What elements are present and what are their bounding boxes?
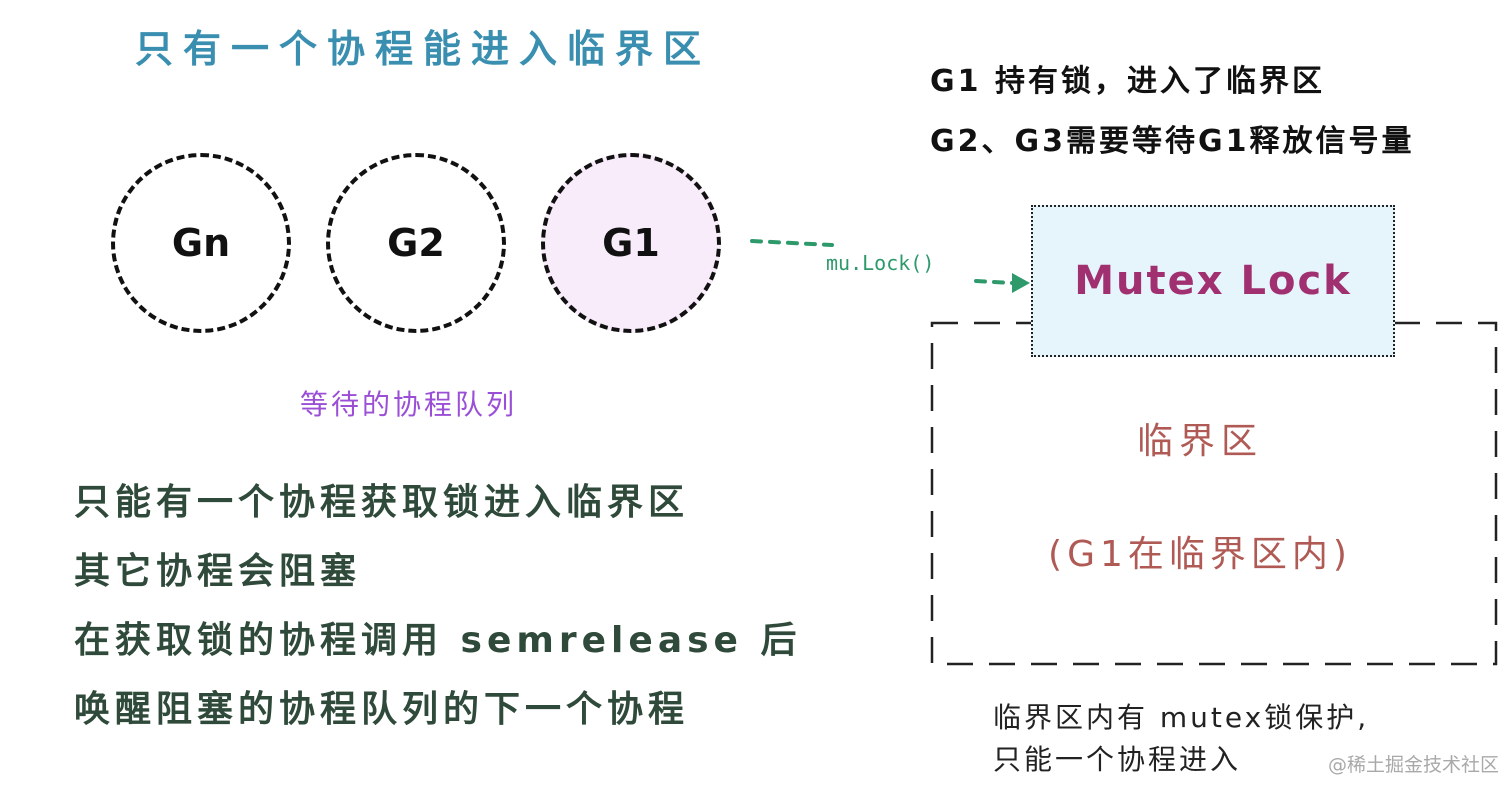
status-line-1: G1 持有锁，进入了临界区 [930, 64, 1325, 99]
lock-arrow-icon [750, 239, 1030, 293]
protection-line-2: 只能一个协程进入 [993, 743, 1242, 776]
lock-call-label: mu.Lock() [826, 251, 935, 275]
diagram-title: 只有一个协程能进入临界区 [135, 27, 712, 71]
protection-note: 临界区内有 mutex锁保护, 只能一个协程进入 [993, 697, 1369, 781]
goroutine-circle-g2: G2 [326, 153, 506, 333]
note-line-2: 其它协程会阻塞 [74, 551, 362, 592]
note-line-3: 在获取锁的协程调用 semrelease 后 [74, 620, 802, 661]
critical-section-box [930, 321, 1498, 666]
note-line-4: 唤醒阻塞的协程队列的下一个协程 [74, 689, 690, 730]
status-line-2: G2、G3需要等待G1释放信号量 [930, 124, 1415, 159]
goroutine-circle-gn: Gn [111, 153, 291, 333]
waiting-queue-label: 等待的协程队列 [300, 388, 518, 421]
watermark: @稀土掘金技术社区 [1328, 754, 1500, 776]
protection-line-1: 临界区内有 mutex锁保护, [993, 701, 1370, 734]
critical-section-sub: (G1在临界区内) [1048, 534, 1352, 575]
status-text: G1 持有锁，进入了临界区 G2、G3需要等待G1释放信号量 [930, 52, 1415, 172]
mutex-lock-box: Mutex Lock [1031, 205, 1395, 357]
critical-section-label: 临界区 [1136, 421, 1263, 462]
note-line-1: 只能有一个协程获取锁进入临界区 [74, 482, 690, 523]
notes-block: 只能有一个协程获取锁进入临界区 其它协程会阻塞 在获取锁的协程调用 semrel… [74, 468, 802, 744]
goroutine-circle-g1: G1 [541, 153, 721, 333]
